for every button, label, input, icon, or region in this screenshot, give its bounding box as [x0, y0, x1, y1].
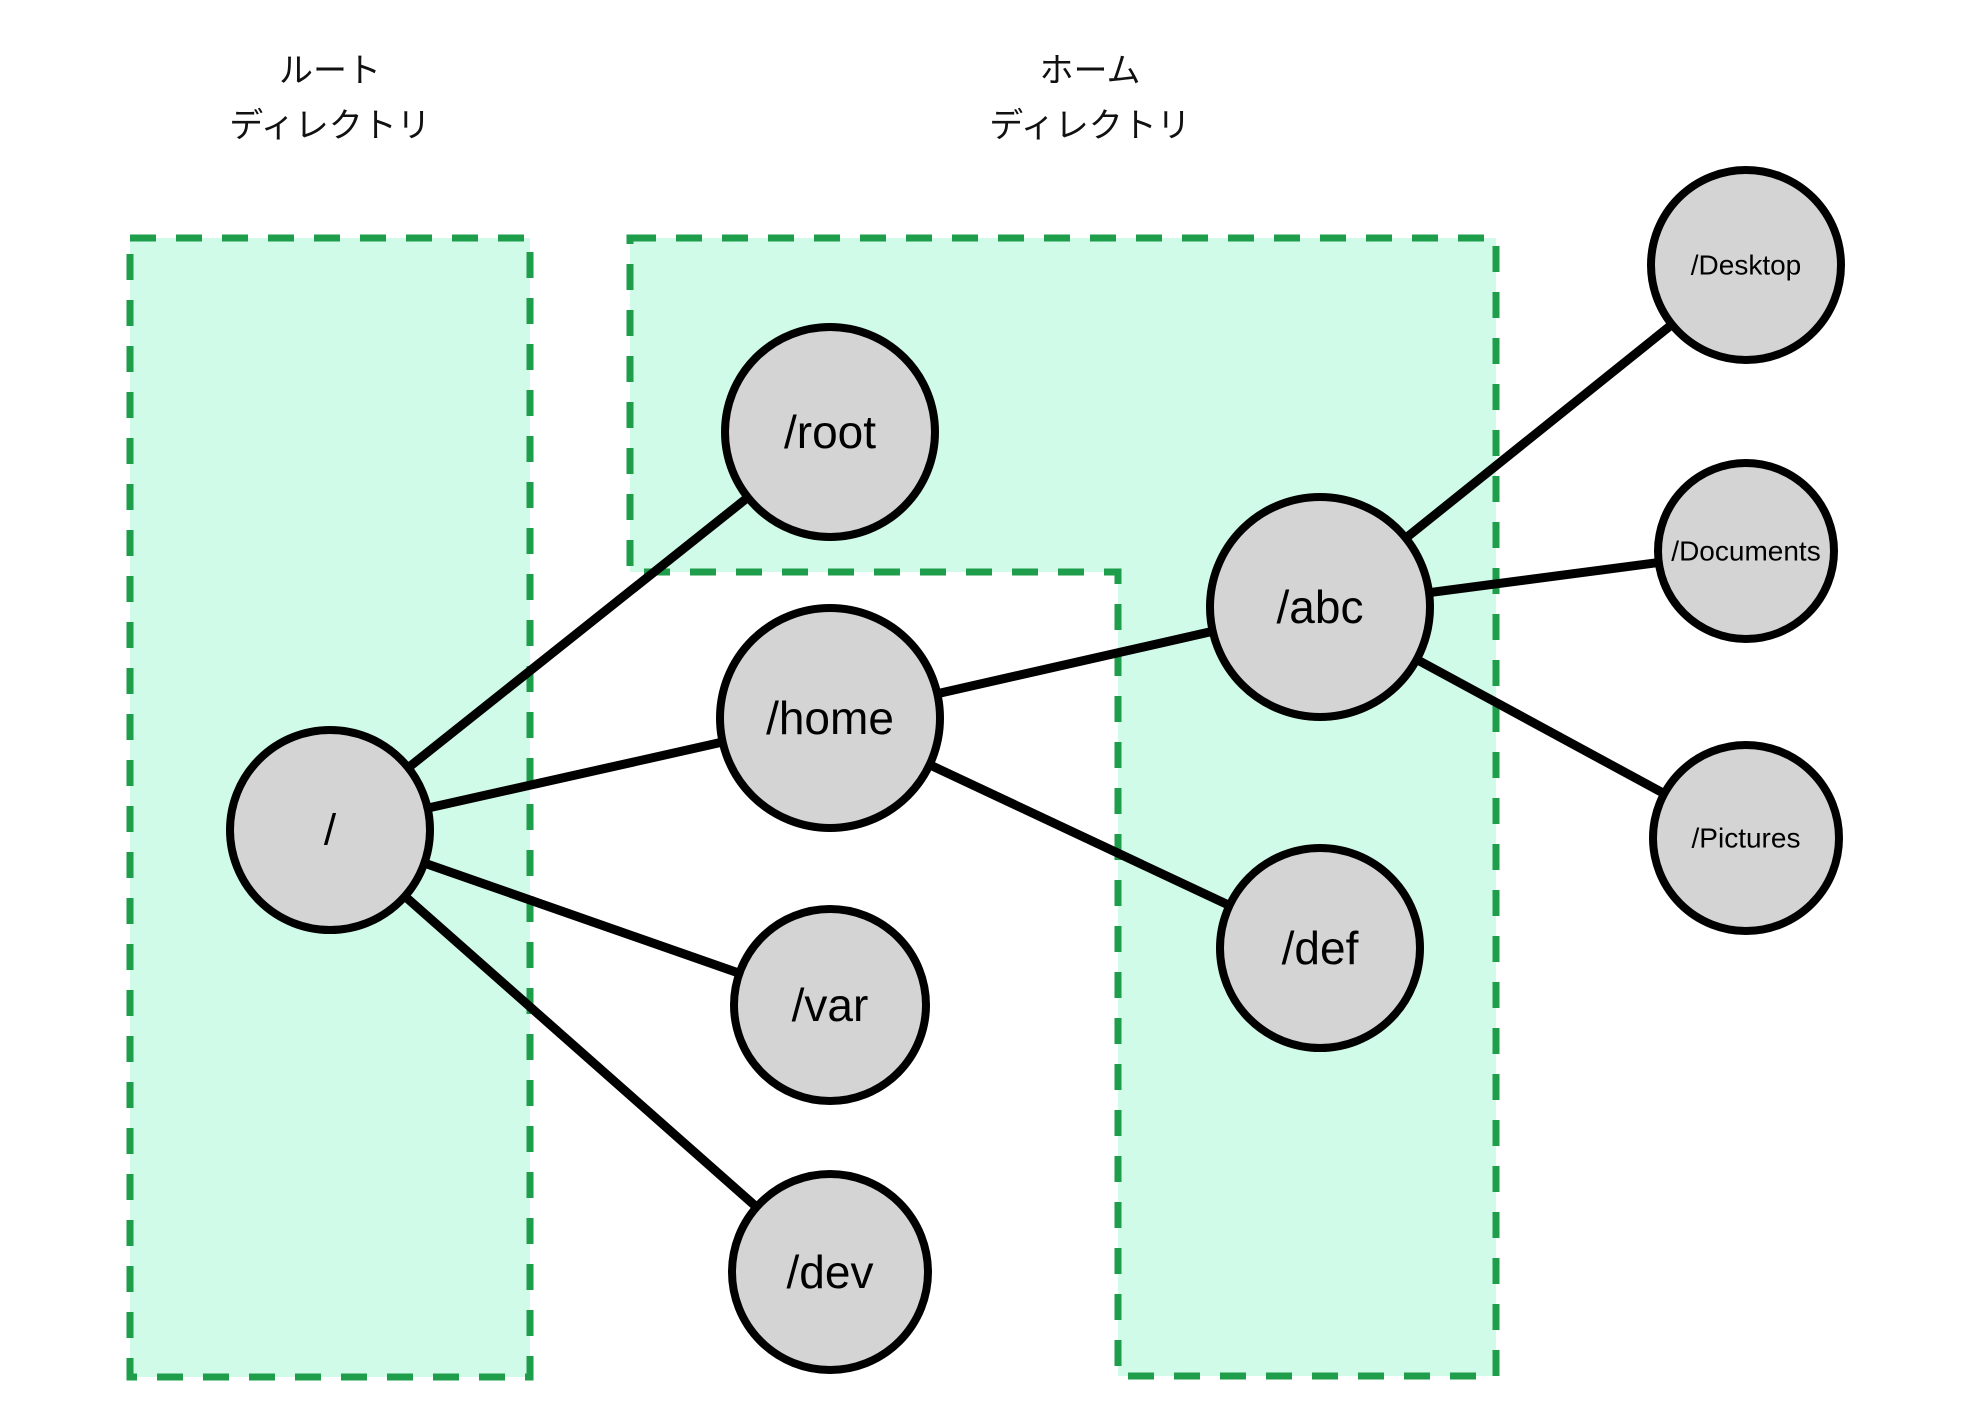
node-label-def: /def — [1282, 922, 1359, 974]
node-rootdir[interactable]: /root — [721, 323, 939, 541]
node-circle-home[interactable] — [716, 604, 944, 832]
node-dev[interactable]: /dev — [728, 1170, 932, 1374]
node-circle-desktop[interactable] — [1647, 166, 1845, 364]
node-circle-abc[interactable] — [1206, 493, 1434, 721]
node-desktop[interactable]: /Desktop — [1647, 166, 1845, 364]
node-home[interactable]: /home — [716, 604, 944, 832]
node-circle-rootdir[interactable] — [721, 323, 939, 541]
node-def[interactable]: /def — [1216, 844, 1424, 1052]
node-circle-root[interactable] — [226, 726, 434, 934]
node-var[interactable]: /var — [730, 905, 930, 1105]
node-label-pictures: /Pictures — [1692, 823, 1801, 854]
root-directory-label-line2: ディレクトリ — [229, 106, 431, 146]
home-directory-label-line2: ディレクトリ — [989, 106, 1191, 146]
node-label-rootdir: /root — [784, 406, 876, 458]
edge-root-var — [416, 857, 748, 980]
edge-home-def — [921, 758, 1238, 912]
node-label-root: / — [324, 806, 337, 855]
edge-root-home — [419, 736, 732, 814]
edge-abc-desktop — [1398, 317, 1680, 546]
node-circle-pictures[interactable] — [1649, 741, 1843, 935]
edge-abc-documents — [1420, 557, 1668, 598]
node-label-home: /home — [766, 692, 894, 744]
node-label-documents: /Documents — [1671, 536, 1820, 567]
edge-root-rootdir — [400, 490, 756, 775]
node-circle-dev[interactable] — [728, 1170, 932, 1374]
node-label-dev: /dev — [787, 1246, 874, 1298]
nodes-layer: / /root/home/var/dev/abc/def/Desktop/Docu… — [226, 166, 1845, 1374]
edge-home-abc — [928, 625, 1222, 700]
node-circle-documents[interactable] — [1654, 459, 1838, 643]
node-label-var: /var — [792, 979, 869, 1031]
edge-root-dev — [397, 889, 765, 1215]
node-abc[interactable]: /abc — [1206, 493, 1434, 721]
node-pictures[interactable]: /Pictures — [1649, 741, 1843, 935]
node-documents[interactable]: /Documents — [1654, 459, 1838, 643]
home-directory-label-line1: ホーム — [1040, 51, 1141, 91]
root-directory-label-line1: ルート — [279, 51, 381, 91]
node-label-abc: /abc — [1277, 581, 1364, 633]
node-label-desktop: /Desktop — [1691, 250, 1802, 281]
node-root[interactable]: / — [226, 726, 434, 934]
edge-abc-pictures — [1408, 653, 1673, 801]
node-circle-def[interactable] — [1216, 844, 1424, 1052]
node-circle-var[interactable] — [730, 905, 930, 1105]
edges-layer — [397, 317, 1680, 1215]
